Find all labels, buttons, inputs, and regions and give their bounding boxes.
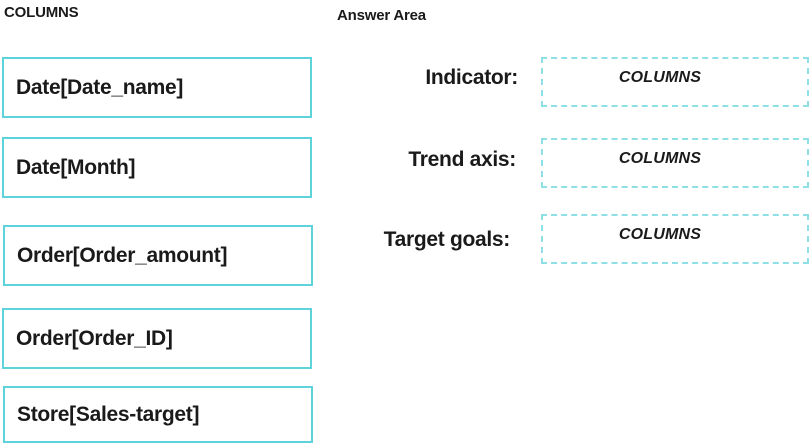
indicator-drop-target[interactable]: COLUMNS [541, 57, 809, 107]
trend-axis-label: Trend axis: [408, 148, 516, 171]
column-item-label: Date[Date_name] [16, 75, 184, 99]
answer-area-heading: Answer Area [337, 7, 426, 24]
drop-target-placeholder: COLUMNS [618, 150, 702, 167]
column-item-date-month[interactable]: Date[Month] [2, 137, 312, 198]
column-item-order-amount[interactable]: Order[Order_amount] [3, 225, 313, 286]
target-goals-drop-target[interactable]: COLUMNS [541, 214, 809, 264]
column-item-label: Date[Month] [16, 155, 136, 179]
column-item-order-id[interactable]: Order[Order_ID] [2, 308, 312, 369]
column-item-store-sales-target[interactable]: Store[Sales-target] [3, 386, 313, 443]
drop-target-placeholder: COLUMNS [618, 69, 702, 86]
target-goals-label: Target goals: [383, 228, 511, 251]
drop-target-placeholder: COLUMNS [618, 226, 702, 243]
indicator-label: Indicator: [425, 66, 518, 89]
column-item-label: Order[Order_amount] [17, 243, 228, 267]
columns-heading: COLUMNS [4, 4, 79, 21]
column-item-label: Order[Order_ID] [16, 326, 173, 350]
trend-axis-drop-target[interactable]: COLUMNS [541, 138, 809, 188]
column-item-date-name[interactable]: Date[Date_name] [2, 57, 312, 118]
column-item-label: Store[Sales-target] [17, 402, 200, 426]
